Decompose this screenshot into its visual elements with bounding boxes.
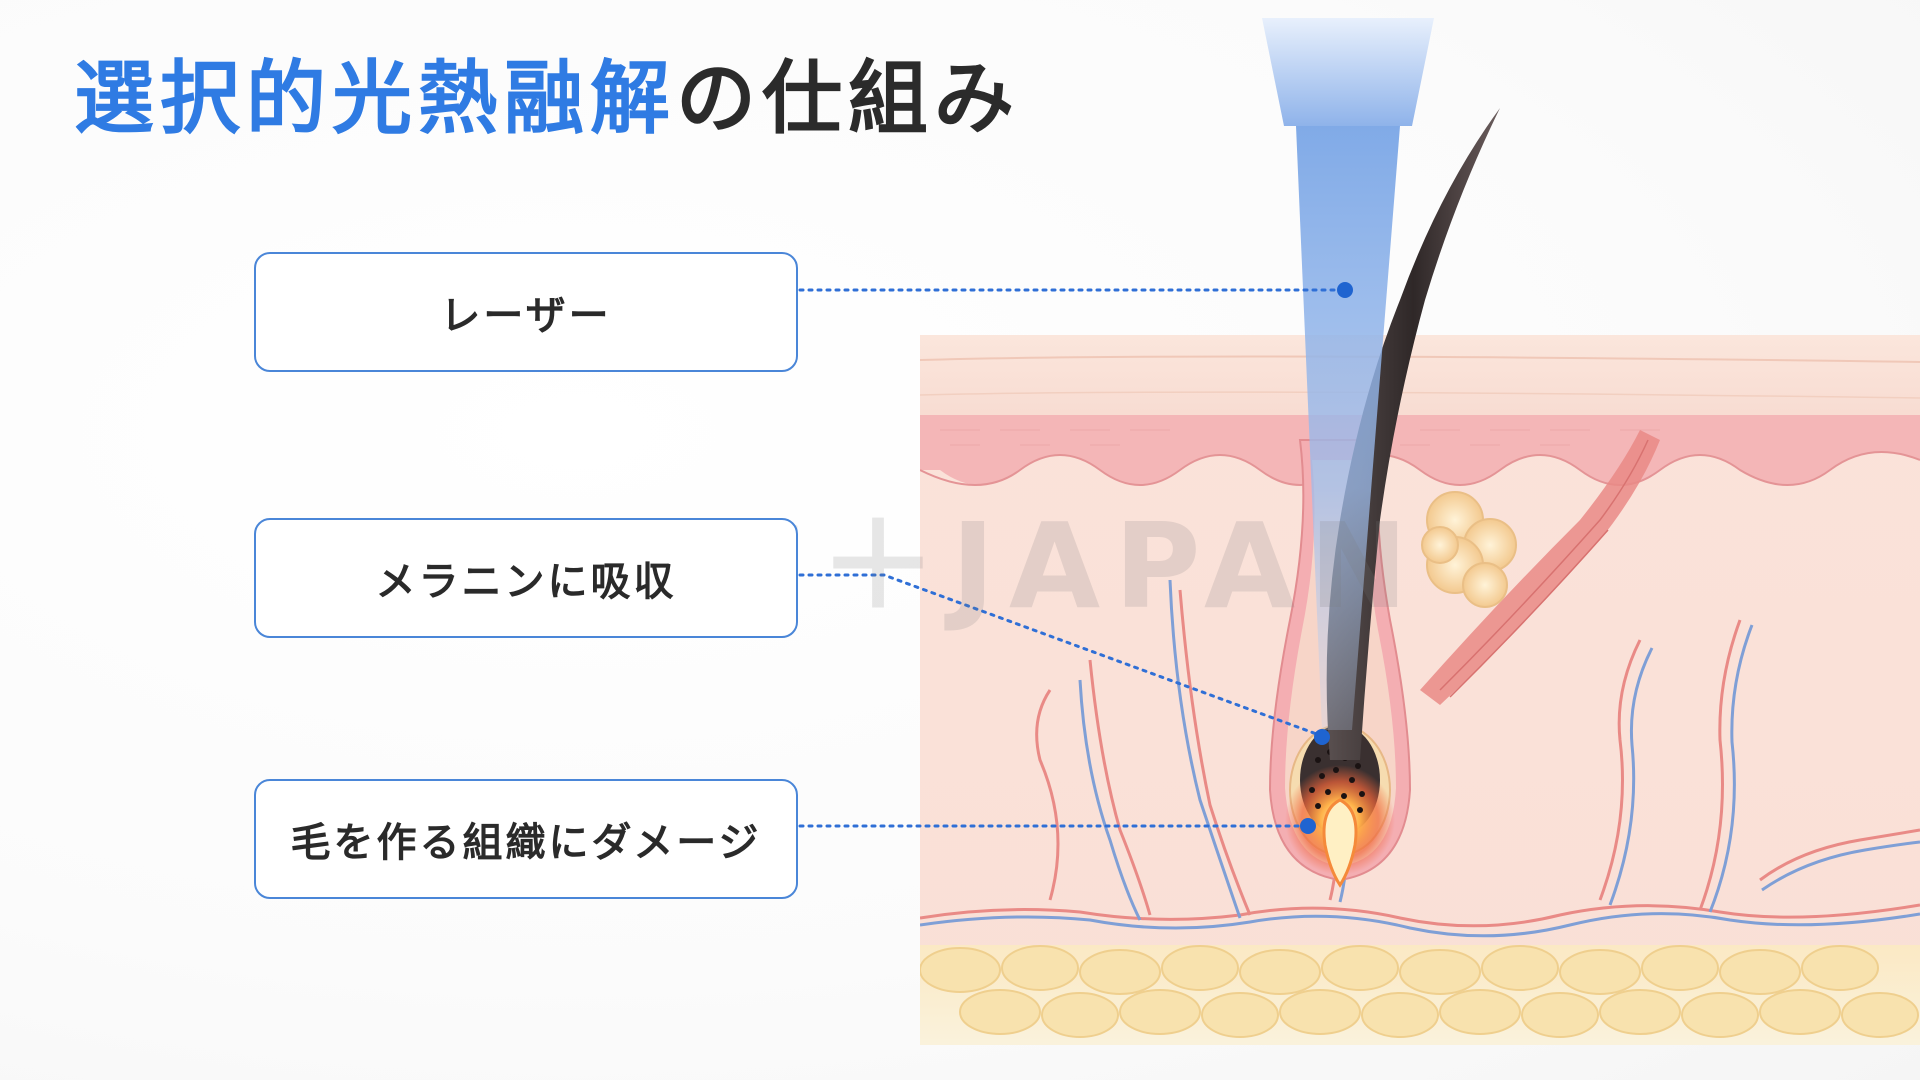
label-melanin-text: メラニンに吸収 bbox=[375, 559, 677, 605]
page-title: 選択的光熱融解の仕組み bbox=[74, 44, 1020, 154]
melanin-pointer-dot bbox=[1314, 729, 1330, 745]
label-laser: レーザー bbox=[254, 252, 798, 372]
title-rest: の仕組み bbox=[676, 52, 1020, 145]
label-damage-text: 毛を作る組織にダメージ bbox=[290, 820, 762, 866]
laser-beam bbox=[1296, 126, 1400, 730]
laser-pointer-dot bbox=[1337, 282, 1353, 298]
title-accent: 選択的光熱融解 bbox=[74, 52, 676, 145]
hair-shaft bbox=[1326, 108, 1500, 760]
label-laser-text: レーザー bbox=[440, 293, 612, 339]
label-melanin: メラニンに吸収 bbox=[254, 518, 798, 638]
laser-nozzle bbox=[1262, 18, 1434, 126]
label-damage: 毛を作る組織にダメージ bbox=[254, 779, 798, 899]
damage-pointer-dot bbox=[1300, 818, 1316, 834]
melanin-leader-line bbox=[798, 573, 1324, 738]
skin-section bbox=[920, 335, 1920, 1045]
